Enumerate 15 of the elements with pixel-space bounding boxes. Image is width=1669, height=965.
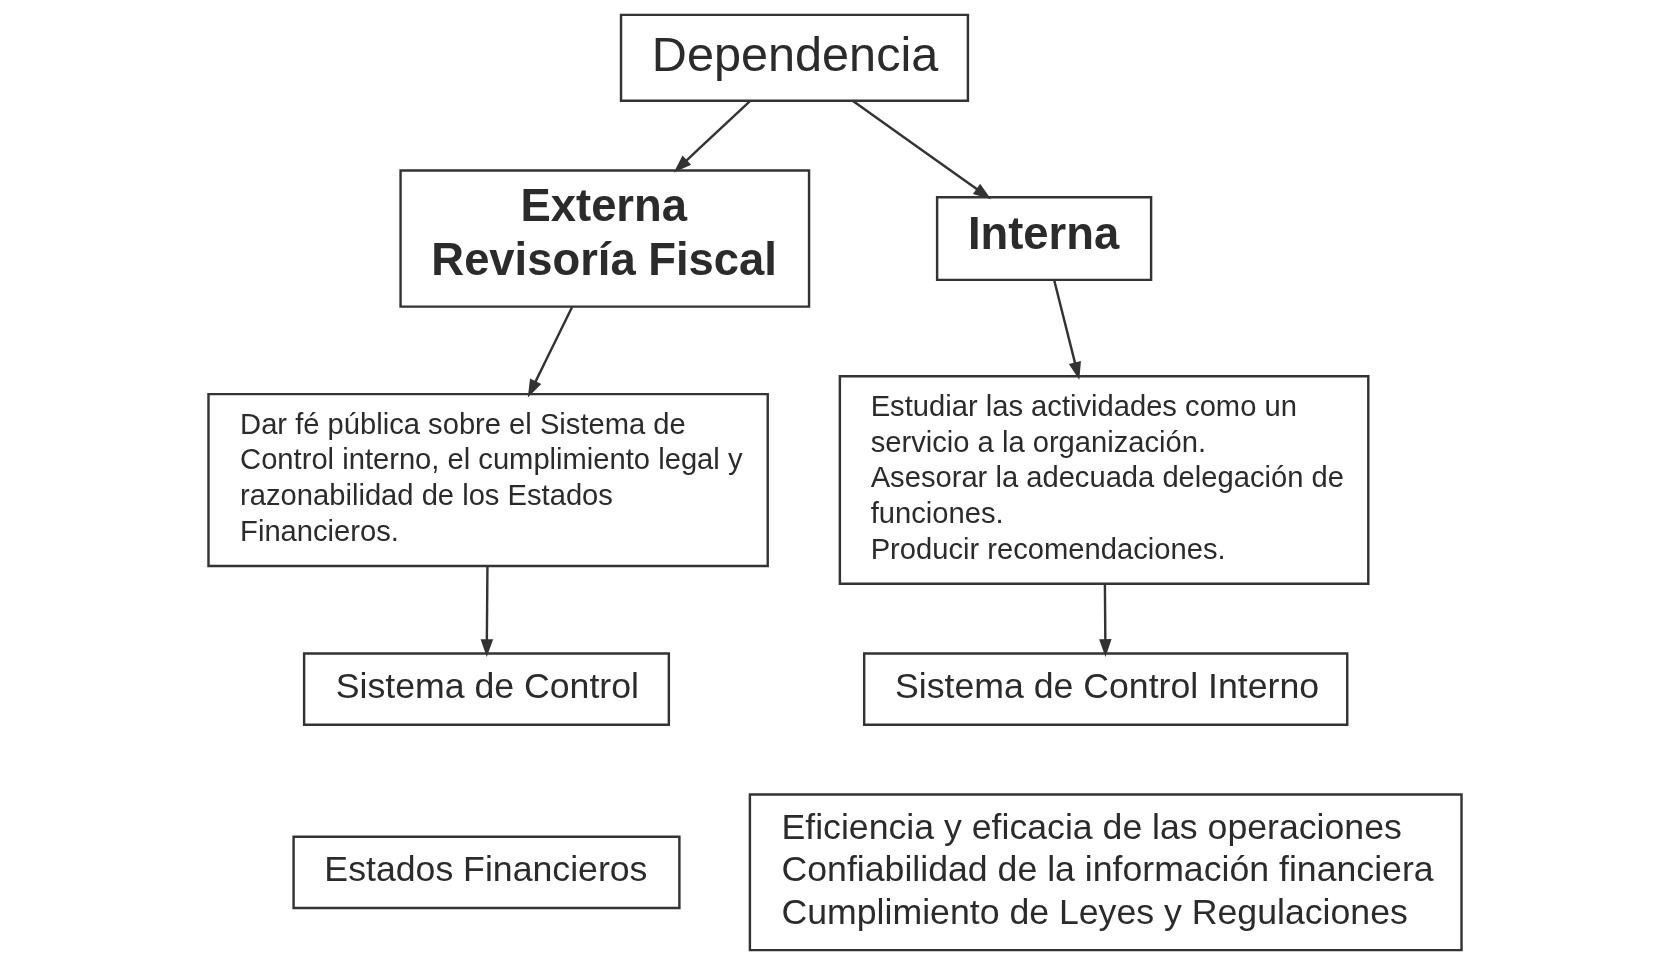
arrow [527, 306, 573, 398]
arrow [1052, 279, 1081, 380]
arrow [480, 566, 493, 658]
node-box: Externa Revisoría Fiscal [398, 169, 810, 308]
node-box: Estados Financieros [291, 835, 681, 910]
node-box: Sistema de Control Interno [862, 652, 1348, 727]
node-box: Interna [935, 196, 1152, 282]
node-box: Sistema de Control [302, 652, 670, 727]
arrow [673, 100, 751, 173]
arrow [851, 100, 991, 200]
node-box: Dependencia [619, 13, 969, 102]
node-box: Estudiar las actividades como un servicio a la organización. Asesorar la adecuada delegación de funciones. Producir recomendaciones. [838, 375, 1370, 586]
node-box: Eficiencia y eficacia de las operaciones Confiabilidad de la información financiera Cumplimiento de Leyes y Regulaciones [748, 793, 1463, 952]
node-box: Dar fé pública sobre el Sistema de Control interno, el cumplimiento legal y razonabilidad de los Estados Financieros. [206, 392, 769, 568]
arrow [1098, 584, 1112, 657]
